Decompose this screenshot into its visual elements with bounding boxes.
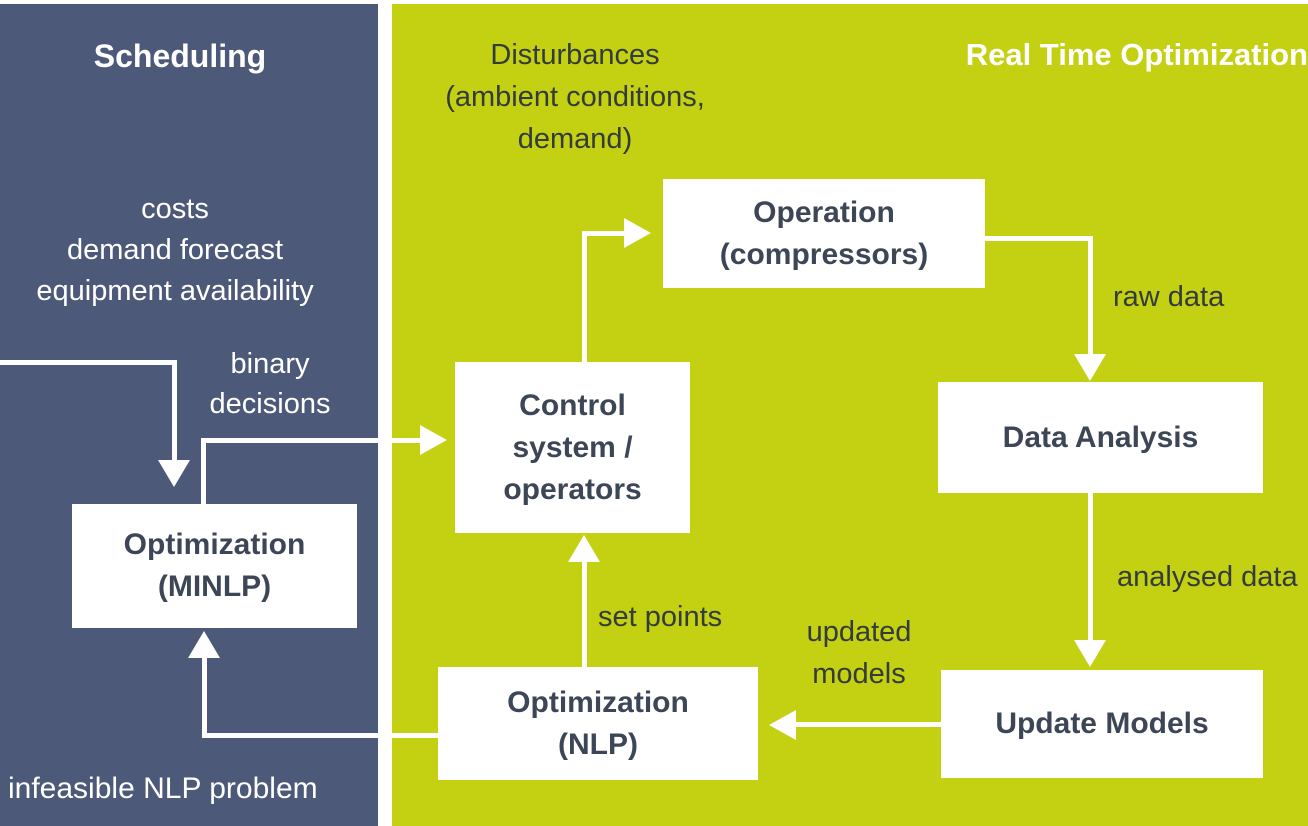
infeasible-nlp-label: infeasible NLP problem <box>8 772 318 805</box>
analysed-data-line-v <box>1088 493 1093 641</box>
control-to-operation-line-h <box>582 231 626 236</box>
updated-models-label: updated models <box>806 616 912 690</box>
infeasible-loop-arrowhead-icon <box>188 631 220 658</box>
infeasible-loop-line-h <box>204 733 438 738</box>
scheduling-panel <box>0 4 378 826</box>
node-control-system-operators: Control system / operators <box>455 362 690 533</box>
analysed-data-label: analysed data <box>1117 561 1298 593</box>
scheduling-inputs-label: costs demand forecast equipment availabi… <box>36 193 314 307</box>
control-to-operation-line-v <box>582 231 587 362</box>
raw-data-arrowhead-icon <box>1074 354 1106 381</box>
updated-models-line-h <box>795 722 941 727</box>
analysed-data-arrowhead-icon <box>1074 640 1106 667</box>
raw-data-line-v <box>1088 236 1093 355</box>
set-points-arrowhead-icon <box>568 535 600 562</box>
binary-decisions-label: binary decisions <box>209 348 331 420</box>
raw-data-label: raw data <box>1113 281 1225 313</box>
node-update-models: Update Models <box>941 670 1263 778</box>
control-to-operation-arrowhead-icon <box>624 218 651 248</box>
raw-data-line-h <box>985 236 1093 241</box>
infeasible-loop-line-v <box>202 656 207 738</box>
node-operation-compressors: Operation (compressors) <box>663 179 985 288</box>
set-points-line-v <box>582 561 587 667</box>
scheduling-title: Scheduling <box>93 38 267 74</box>
binary-decisions-line-v <box>201 440 206 504</box>
input-to-minlp-line-v <box>172 360 177 460</box>
disturbances-label: Disturbances (ambient conditions, demand… <box>445 39 705 155</box>
binary-decisions-line-h <box>201 438 420 443</box>
binary-decisions-arrowhead-icon <box>420 425 447 455</box>
updated-models-arrowhead-icon <box>769 710 796 740</box>
rto-title: Real Time Optimization <box>965 37 1308 72</box>
node-optimization-minlp: Optimization (MINLP) <box>72 504 357 628</box>
input-to-minlp-arrowhead-icon <box>158 460 190 487</box>
set-points-label: set points <box>598 601 723 633</box>
node-data-analysis: Data Analysis <box>938 382 1263 493</box>
node-optimization-nlp: Optimization (NLP) <box>438 667 758 780</box>
input-to-minlp-line-h <box>0 360 177 365</box>
